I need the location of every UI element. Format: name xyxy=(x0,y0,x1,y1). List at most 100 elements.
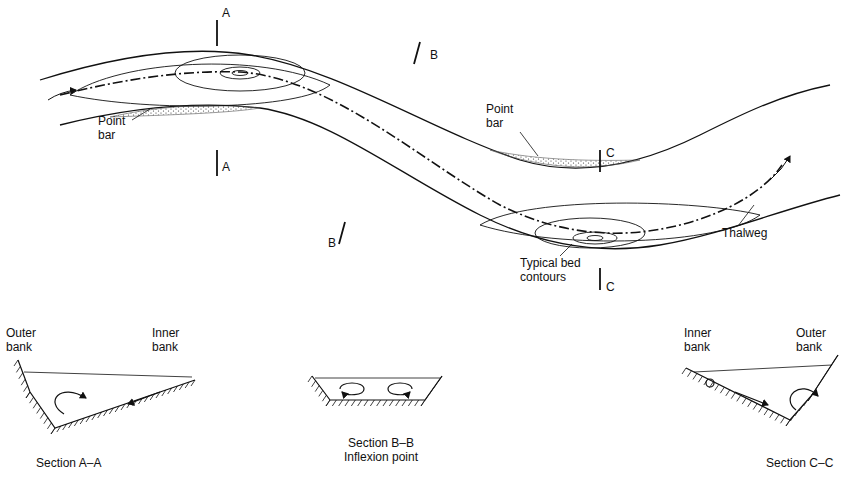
hatch-tick xyxy=(37,407,41,413)
hatch-tick xyxy=(156,392,160,398)
hatch-tick xyxy=(86,416,90,422)
hatch-tick xyxy=(804,400,808,406)
hatch-tick xyxy=(715,384,719,390)
hatch-tick xyxy=(834,355,838,361)
hatch-tick xyxy=(709,382,713,388)
section-letter: C xyxy=(606,280,615,294)
hatch-tick xyxy=(191,380,195,386)
hatch-tick xyxy=(790,415,794,421)
hatch-tick xyxy=(704,379,708,385)
hatch-tick xyxy=(759,406,763,412)
hatch-tick xyxy=(720,387,724,393)
hatch-tick xyxy=(168,388,172,394)
hatch-tick xyxy=(127,402,131,408)
section-letter: B xyxy=(430,48,438,62)
hatch-tick xyxy=(827,366,831,372)
hatch-tick xyxy=(19,373,23,379)
hatch-tick xyxy=(98,412,102,418)
hatch-tick xyxy=(731,393,735,399)
hatch-tick xyxy=(396,400,400,406)
hatch-tick xyxy=(742,398,746,404)
bed-hatching xyxy=(14,355,838,434)
hatch-tick xyxy=(150,394,154,400)
label-text: Outer bank xyxy=(6,326,46,354)
hatch-tick xyxy=(786,420,790,426)
hatch-tick xyxy=(786,420,790,426)
hatch-tick xyxy=(430,388,434,394)
label-text: Thalweg xyxy=(722,226,767,240)
hatch-tick xyxy=(121,404,125,410)
hatch-tick xyxy=(808,395,812,401)
hatch-tick xyxy=(682,368,686,374)
hatch-tick xyxy=(47,423,51,429)
label-text: Typical bed contours xyxy=(520,256,590,284)
hatch-tick xyxy=(726,390,730,396)
hatch-tick xyxy=(319,390,323,396)
hatch-tick xyxy=(748,401,752,407)
hatch-tick xyxy=(57,426,61,432)
hatch-tick xyxy=(698,376,702,382)
hatch-tick xyxy=(51,428,55,434)
hatch-tick xyxy=(51,428,55,434)
section-letter: B xyxy=(328,236,336,250)
hatch-tick xyxy=(775,415,779,421)
label-text: Inner bank xyxy=(684,326,724,354)
hatch-tick xyxy=(326,400,330,406)
hatch-tick xyxy=(830,361,834,367)
thalweg-line xyxy=(60,72,782,233)
point-bars xyxy=(110,106,640,167)
hatch-tick xyxy=(162,390,166,396)
section-lines xyxy=(217,20,600,290)
label-text: Outer bank xyxy=(796,326,836,354)
hatch-tick xyxy=(383,400,387,406)
hatch-tick xyxy=(812,389,816,395)
flow-arrows xyxy=(48,90,790,180)
hatch-tick xyxy=(26,392,30,398)
hatch-tick xyxy=(80,418,84,424)
hatch-tick xyxy=(737,395,741,401)
hatch-tick xyxy=(332,400,336,406)
section-letter: A xyxy=(222,6,230,20)
hatch-tick xyxy=(133,400,137,406)
hatch-tick xyxy=(26,392,30,398)
label-text: Section B–B Inflexion point xyxy=(326,436,436,464)
section-letter: A xyxy=(222,160,230,174)
hatch-tick xyxy=(402,400,406,406)
hatch-tick xyxy=(24,386,28,392)
hatch-tick xyxy=(377,400,381,406)
hatch-tick xyxy=(14,360,18,366)
hatch-tick xyxy=(69,422,73,428)
hatch-tick xyxy=(139,398,143,404)
hatch-tick xyxy=(345,400,349,406)
hatch-tick xyxy=(351,400,355,406)
hatch-tick xyxy=(795,410,799,416)
hatch-tick xyxy=(21,379,25,385)
hatch-tick xyxy=(753,404,757,410)
hatch-tick xyxy=(312,381,316,387)
hatch-tick xyxy=(819,378,823,384)
hatch-tick xyxy=(44,418,48,424)
hatch-tick xyxy=(408,400,412,406)
hatch-tick xyxy=(174,386,178,392)
hatch-tick xyxy=(421,400,425,406)
hatch-tick xyxy=(438,376,442,382)
hatch-tick xyxy=(693,373,697,379)
hatch-tick xyxy=(364,400,368,406)
label-text: Section C–C xyxy=(766,456,833,470)
hatch-tick xyxy=(179,384,183,390)
hatch-tick xyxy=(33,402,37,408)
hatch-tick xyxy=(74,420,78,426)
hatch-tick xyxy=(687,371,691,377)
hatch-tick xyxy=(799,405,803,411)
label-text: Point bar xyxy=(98,114,134,142)
hatch-tick xyxy=(109,408,113,414)
river-banks xyxy=(40,51,840,249)
hatch-tick xyxy=(92,414,96,420)
hatch-tick xyxy=(339,400,343,406)
hatch-tick xyxy=(764,409,768,415)
hatch-tick xyxy=(326,400,330,406)
hatch-tick xyxy=(115,406,119,412)
hatch-tick xyxy=(415,400,419,406)
